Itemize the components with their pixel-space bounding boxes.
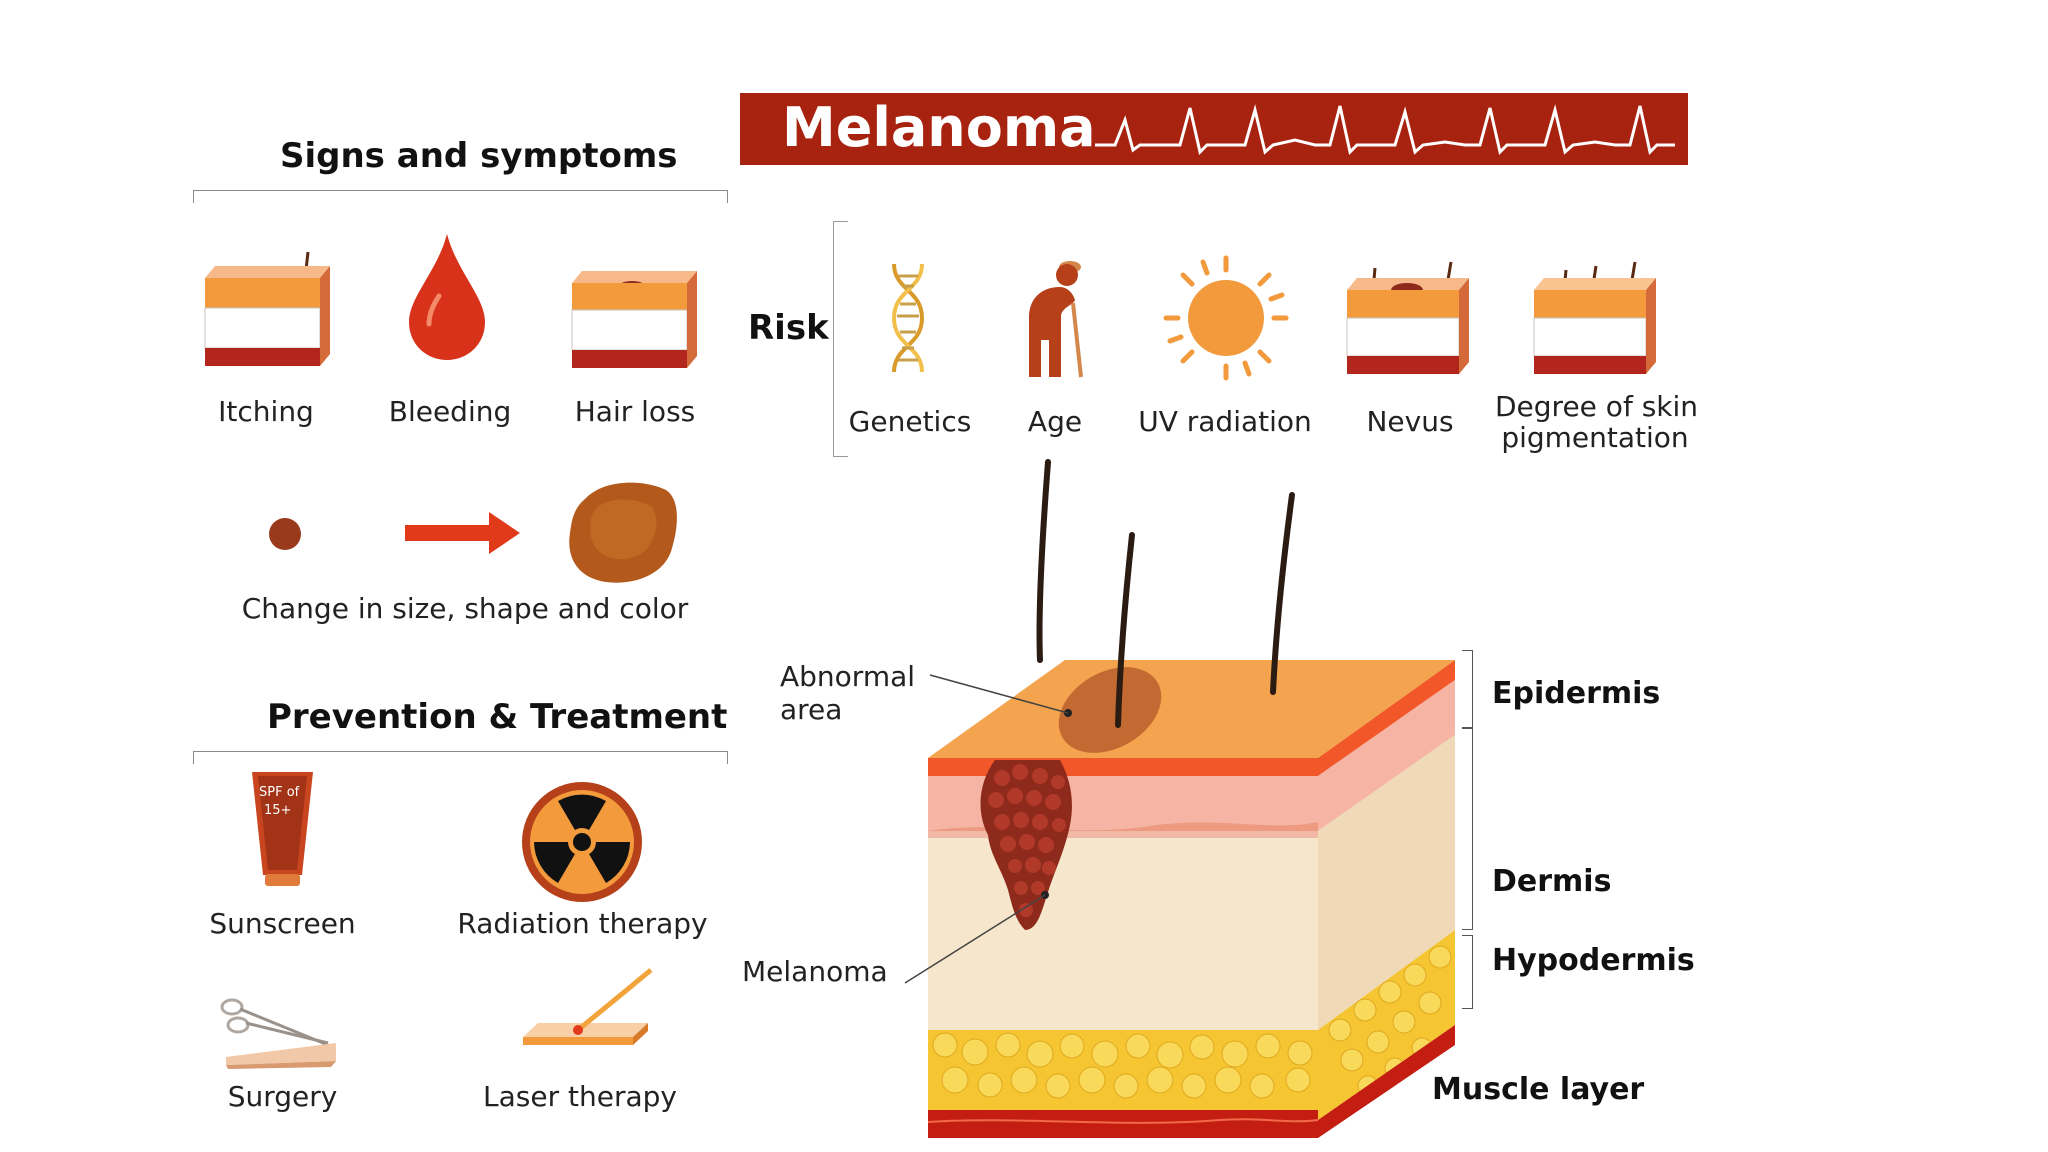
signs-divider <box>193 190 728 203</box>
sunscreen-spf-value: 15+ <box>264 803 291 818</box>
signs-item-hair-loss: Hair loss <box>574 395 696 428</box>
sun-icon <box>1163 255 1289 381</box>
blood-drop-icon <box>409 234 485 360</box>
signs-item-bleeding: Bleeding <box>388 395 512 428</box>
large-mole-icon <box>569 482 677 583</box>
prevention-heading: Prevention & Treatment <box>267 697 728 737</box>
abnormal-area-label-line2: area <box>780 693 843 726</box>
risk-item-nevus: Nevus <box>1366 405 1454 438</box>
laser-icon <box>523 968 653 1045</box>
dna-icon <box>891 263 925 373</box>
skin-cross-section <box>904 459 1455 1138</box>
radiation-icon <box>522 782 642 902</box>
risk-item-pigmentation-line2: pigmentation <box>1501 421 1689 454</box>
risk-bracket <box>833 221 848 457</box>
prevention-item-radiation: Radiation therapy <box>457 907 708 940</box>
risk-heading: Risk <box>748 308 829 348</box>
layer-label-dermis: Dermis <box>1492 864 1612 899</box>
hair-loss-skin-icon <box>571 271 697 368</box>
layer-label-epidermis: Epidermis <box>1492 676 1661 711</box>
risk-item-genetics: Genetics <box>848 405 972 438</box>
hypodermis-bracket <box>1462 935 1473 1009</box>
layer-label-muscle: Muscle layer <box>1432 1072 1645 1107</box>
nevus-skin-icon <box>1346 261 1469 374</box>
surgery-scissors-icon <box>220 998 336 1069</box>
sunscreen-tube-icon: SPF of 15+ <box>252 772 313 886</box>
title-banner <box>740 93 1688 165</box>
skin-pigmentation-icon <box>1533 261 1656 374</box>
prevention-divider <box>193 751 728 764</box>
heartbeat-line-icon <box>1095 104 1675 156</box>
signs-item-itching: Itching <box>218 395 314 428</box>
epidermis-front <box>928 758 1318 776</box>
risk-item-pigmentation-line1: Degree of skin <box>1495 390 1699 423</box>
sunscreen-spf-text: SPF of <box>259 785 300 800</box>
epidermis-bracket <box>1462 650 1473 728</box>
itching-skin-icon <box>204 251 330 366</box>
muscle-front <box>928 1110 1318 1138</box>
signs-heading: Signs and symptoms <box>280 136 678 176</box>
melanoma-label: Melanoma <box>742 955 888 988</box>
dermis-bracket <box>1462 728 1473 930</box>
abnormal-area-label-line1: Abnormal <box>780 660 916 693</box>
arrow-right-icon <box>405 512 520 554</box>
change-label: Change in size, shape and color <box>241 592 689 625</box>
prevention-item-laser: Laser therapy <box>483 1080 677 1113</box>
layer-label-hypodermis: Hypodermis <box>1492 943 1695 978</box>
page-title: Melanoma <box>782 96 1096 159</box>
elderly-person-icon <box>1029 261 1083 378</box>
small-mole-icon <box>269 518 301 550</box>
prevention-item-sunscreen: Sunscreen <box>209 907 356 940</box>
risk-item-uv-radiation: UV radiation <box>1138 405 1312 438</box>
dermis-front <box>928 838 1318 1030</box>
prevention-item-surgery: Surgery <box>227 1080 338 1113</box>
risk-item-age: Age <box>1027 405 1083 438</box>
